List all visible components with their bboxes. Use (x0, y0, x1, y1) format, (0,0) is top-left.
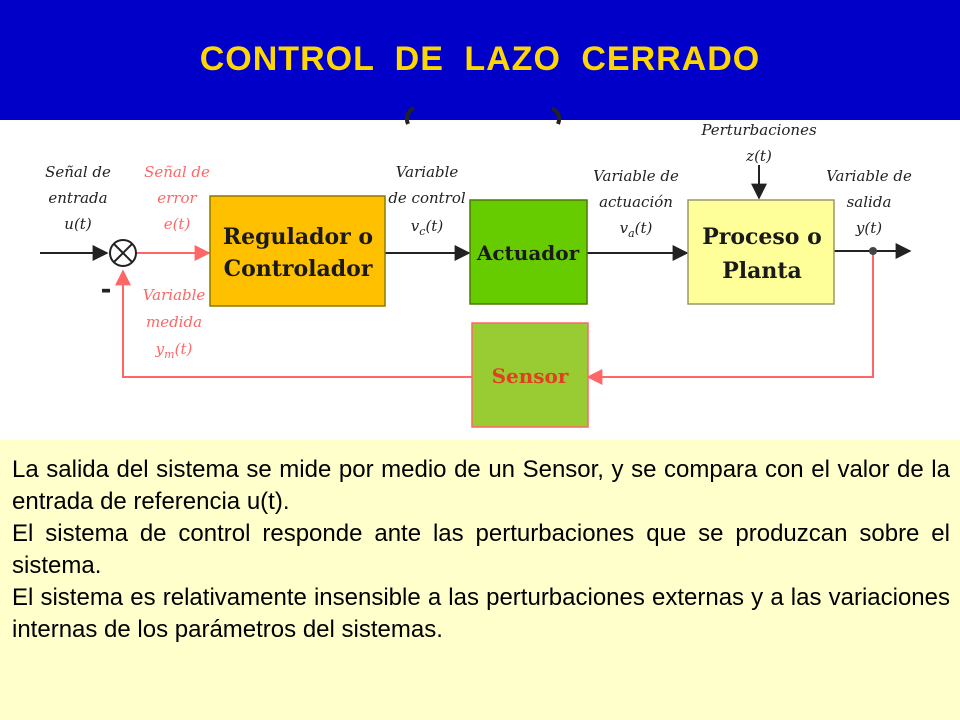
input-label-line2: entrada (48, 189, 107, 207)
process-label-line2: Planta (722, 258, 802, 284)
disturbance-label-line2: z(t) (745, 147, 772, 165)
summing-junction (109, 239, 137, 267)
paragraph-sensor: La salida del sistema se mide por medio … (12, 456, 950, 515)
disturbance-label-line1: Perturbaciones (700, 121, 817, 139)
actuation-label-line1: Variable de (593, 167, 679, 185)
sensor-block (471, 322, 589, 428)
actuator-label: Actuador (476, 241, 580, 265)
measured-label-line2: medida (146, 313, 202, 331)
input-label-line3: u(t) (64, 215, 92, 233)
error-label-line1: Señal de (144, 163, 210, 181)
actuator-block (469, 199, 588, 305)
output-feedback-line (586, 251, 874, 385)
description-text: La salida del sistema se mide por medio … (12, 454, 950, 646)
measured-var-label: ym(t) (155, 340, 193, 361)
output-label-line3: y(t) (855, 219, 882, 237)
slide-title: CONTROL DE LAZO CERRADO (199, 40, 761, 78)
output-node (869, 247, 877, 255)
actuation-var-label: va(t) (620, 219, 653, 240)
error-label-line3: e(t) (164, 215, 191, 233)
measured-label-line1: Variable (143, 286, 206, 304)
controller-label-line1: Regulador o (223, 224, 373, 250)
hidden-bracket-right (550, 106, 562, 125)
measured-feedback-line (115, 269, 472, 378)
controller-block (209, 195, 386, 307)
description-panel: La salida del sistema se mide por medio … (0, 440, 960, 720)
output-label-line2: salida (847, 193, 892, 211)
controller-label-line2: Controlador (224, 256, 373, 282)
hidden-bracket-left (404, 106, 416, 125)
block-diagram: Regulador o Controlador Actuador Proceso… (40, 106, 912, 428)
control-label-line1: Variable (396, 163, 459, 181)
output-label-line1: Variable de (826, 167, 912, 185)
actuation-label-line2: actuación (599, 193, 673, 211)
control-label-line2: de control (388, 189, 466, 207)
paragraph-insensitivity: El sistema es relativamente insensible a… (12, 584, 950, 643)
control-var-label: vc(t) (411, 217, 444, 238)
process-block (687, 199, 835, 305)
error-label-line2: error (157, 189, 197, 207)
paragraph-disturbances: El sistema de control responde ante las … (12, 520, 950, 579)
minus-sign: - (101, 275, 112, 305)
title-bar: CONTROL DE LAZO CERRADO (0, 0, 960, 120)
input-label-line1: Señal de (45, 163, 111, 181)
sensor-label: Sensor (492, 364, 569, 388)
process-label-line1: Proceso o (702, 224, 822, 250)
